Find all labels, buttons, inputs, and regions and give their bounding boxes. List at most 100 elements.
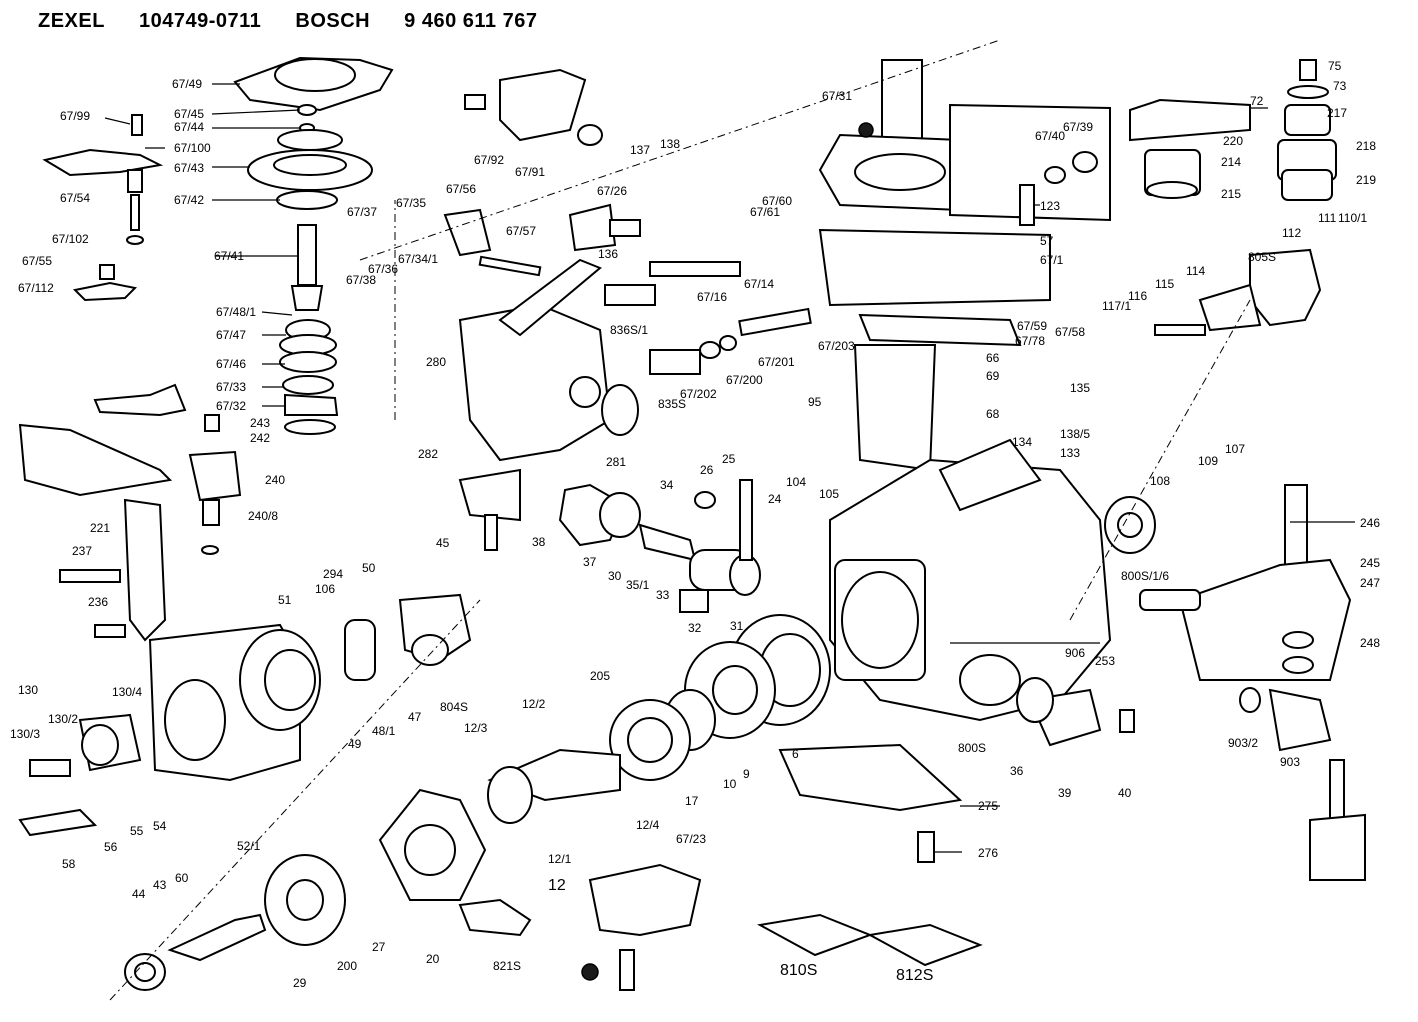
- part-label: 67/38: [346, 273, 376, 287]
- upper-housing-group: [818, 59, 1111, 472]
- part-label: 32: [688, 621, 702, 635]
- part-label: 903/2: [1228, 736, 1258, 750]
- part-label: 20: [426, 952, 440, 966]
- part-label: 56: [104, 840, 118, 854]
- part-label: 67/78: [1015, 334, 1045, 348]
- part-label: 67/56: [446, 182, 476, 196]
- part-label: 67/49: [172, 77, 202, 91]
- part-label: 67/99: [60, 109, 90, 123]
- part-label: 31: [730, 619, 744, 633]
- part-label: 134: [1012, 435, 1032, 449]
- maker-bosch: BOSCH: [295, 10, 371, 32]
- part-label: 67/35: [396, 196, 426, 210]
- part-label: 275: [978, 799, 998, 813]
- part-label: 49: [348, 737, 362, 751]
- part-label: 253: [1095, 654, 1115, 668]
- part-label: 800S: [958, 741, 986, 755]
- part-label: 117/1: [1102, 299, 1131, 313]
- part-label: 67/40: [1035, 129, 1065, 143]
- part-label: 25: [722, 452, 736, 466]
- part-label: 12/3: [464, 721, 488, 735]
- part-label: 67/23: [676, 832, 706, 846]
- part-label: 220: [1223, 134, 1243, 148]
- part-label: 12/1: [548, 852, 572, 866]
- part-label: 219: [1356, 173, 1376, 187]
- part-label: 110/1: [1338, 211, 1367, 225]
- part-label: 245: [1360, 556, 1380, 570]
- part-label: 800S/1/6: [1121, 569, 1169, 583]
- part-label: 67/44: [174, 120, 204, 134]
- part-labels: 67/4967/4567/4467/9967/10067/4367/4267/5…: [10, 59, 1380, 990]
- right-fittings-group: [581, 59, 1366, 991]
- part-label: 114: [1186, 264, 1205, 278]
- part-label: 55: [130, 824, 144, 838]
- part-label: 112: [1282, 226, 1301, 240]
- part-label: 133: [1060, 446, 1080, 460]
- feed-pump-housing: [18, 593, 472, 837]
- governor-lever-group: [443, 68, 812, 551]
- part-label: 38: [532, 535, 546, 549]
- part-label: 67/201: [758, 355, 795, 369]
- part-label: 104: [786, 475, 806, 489]
- part-label: 67/33: [216, 380, 246, 394]
- part-label: 215: [1221, 187, 1241, 201]
- part-label: 237: [72, 544, 92, 558]
- part-label: 247: [1360, 576, 1380, 590]
- part-label: 130/4: [112, 685, 142, 699]
- part-label: 35/1: [626, 578, 650, 592]
- part-label: 214: [1221, 155, 1241, 169]
- part-label: 48/1: [372, 724, 396, 738]
- part-label: 280: [426, 355, 446, 369]
- part-label: 116: [1128, 289, 1147, 303]
- part-label: 130/3: [10, 727, 40, 741]
- part-label: 73: [1333, 79, 1347, 93]
- part-label: 67/26: [597, 184, 627, 198]
- part-label: 37: [583, 555, 597, 569]
- part-label: 67/54: [60, 191, 90, 205]
- part-label: 67/92: [474, 153, 504, 167]
- part-label: 40: [1118, 786, 1132, 800]
- part-label: 67/61: [750, 205, 780, 219]
- part-label: 130: [18, 683, 38, 697]
- part-label: 218: [1356, 139, 1376, 153]
- part-label: 115: [1155, 277, 1174, 291]
- part-label: 240: [265, 473, 285, 487]
- part-label: 138: [660, 137, 680, 151]
- part-label: 810S: [780, 962, 817, 979]
- part-label: 106: [315, 582, 335, 596]
- part-label: 67/42: [174, 193, 204, 207]
- part-label: 67/1: [1040, 253, 1064, 267]
- part-label: 130/2: [48, 712, 78, 726]
- part-label: 804S: [440, 700, 468, 714]
- part-label: 243: [250, 416, 270, 430]
- part-label: 67/57: [506, 224, 536, 238]
- part-label: 111: [1318, 211, 1337, 225]
- part-label: 12/4: [636, 818, 660, 832]
- part-label: 67/32: [216, 399, 246, 413]
- drive-and-timer-group: [124, 479, 831, 991]
- part-label: 67/34/1: [398, 252, 438, 266]
- part-label: 137: [630, 143, 650, 157]
- part-label: 67/36: [368, 262, 398, 276]
- part-label: 248: [1360, 636, 1380, 650]
- part-label: 24: [768, 492, 782, 506]
- part-label: 67/41: [214, 249, 244, 263]
- part-label: 54: [153, 819, 167, 833]
- left-bracket-group: [18, 383, 242, 642]
- part-label: 67/37: [347, 205, 377, 219]
- part-label: 9: [743, 767, 750, 781]
- part-label: 52/1: [237, 839, 261, 853]
- part-label: 67/16: [697, 290, 727, 304]
- part-label: 39: [1058, 786, 1072, 800]
- part-label: 282: [418, 447, 438, 461]
- part-label: 26: [700, 463, 714, 477]
- governor-diaphragm-assembly: [42, 56, 394, 435]
- part-label: 10: [723, 777, 737, 791]
- part-label: 205: [590, 669, 610, 683]
- part-label: 51: [278, 593, 292, 607]
- part-label: 67/91: [515, 165, 545, 179]
- part-label: 281: [606, 455, 626, 469]
- part-label: 67/102: [52, 232, 89, 246]
- part-label: 34: [660, 478, 674, 492]
